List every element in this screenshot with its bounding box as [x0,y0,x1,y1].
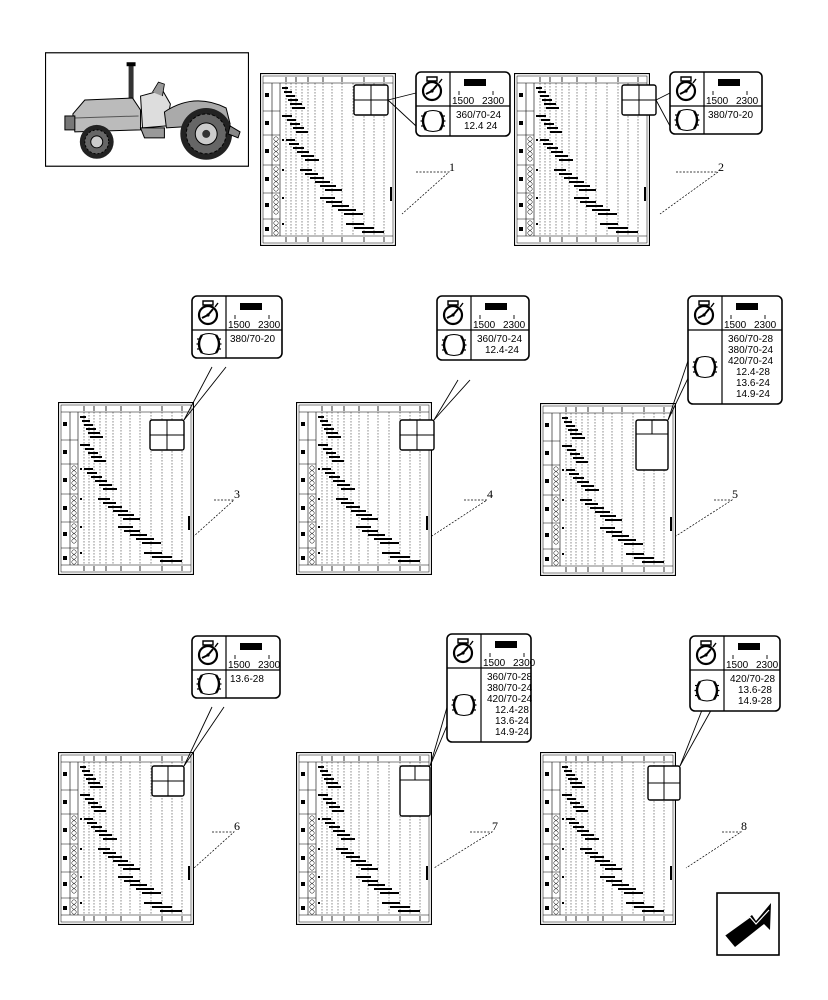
tyre-size: 13.6-28 [738,685,772,696]
speed-decal-5: 1500 2300 360/70-28380/70-24420/70-2412.4-… [540,295,783,576]
tyre-size: 420/70-24 [487,694,532,705]
callout-connector [183,706,213,767]
leader-line [401,171,450,215]
tyre-size: 380/70-24 [728,345,773,356]
rpm-label-low: 1500 [724,320,747,331]
rpm-band [738,643,760,650]
tyre-callout: 1500 2300 360/70-28380/70-24420/70-2412.4-… [446,633,536,743]
leader-line [193,831,235,869]
tyre-size: 12.4-24 [485,345,519,356]
rpm-label-high: 2300 [756,660,779,671]
tyre-size: 360/70-28 [728,334,773,345]
tyre-callout: 1500 2300 13.6-28 [191,635,281,699]
tyre-size: 13.6-28 [230,674,264,685]
tyre-size: 380/70-20 [708,110,753,121]
item-number: 6 [234,819,240,833]
callout-connector [183,366,213,421]
item-number: 2 [718,160,724,174]
rpm-label-high: 2300 [482,96,505,107]
rpm-band [240,303,262,310]
tyre-size: 360/70-28 [487,672,532,683]
tyre-size: 360/70-24 [477,334,522,345]
leader-line [193,499,235,537]
rpm-label-high: 2300 [754,320,777,331]
tyre-size: 380/70-24 [487,683,532,694]
item-number: 8 [741,819,747,833]
tyre-size: 14.9-24 [736,389,770,400]
item-number: 1 [449,160,455,174]
rpm-label-high: 2300 [258,320,281,331]
rpm-band [240,643,262,650]
tyre-size: 420/70-28 [730,674,775,685]
rpm-label-low: 1500 [483,658,506,669]
rpm-band [485,303,507,310]
rpm-label-low: 1500 [452,96,475,107]
tyre-size: 380/70-20 [230,334,275,345]
rpm-label-high: 2300 [736,96,759,107]
speed-decal-6: 1500 2300 13.6-28 6 [58,635,281,925]
rpm-label-low: 1500 [726,660,749,671]
rpm-label-low: 1500 [473,320,496,331]
item-number: 4 [487,487,493,501]
speed-decal-7: 1500 2300 360/70-28380/70-24420/70-2412.4-… [296,633,536,925]
tyre-size: 12.4-28 [495,705,529,716]
item-number: 3 [234,487,240,501]
tyre-size: 12.4 24 [464,121,498,132]
leader-line [659,171,720,215]
leader-line [431,499,489,537]
next-page-arrow-icon[interactable] [716,892,780,956]
rpm-label-high: 2300 [258,660,281,671]
callout-connector [433,379,471,421]
callout-connector [183,706,225,767]
callout-connector [433,379,459,421]
leader-line [685,831,743,869]
leader-line [433,831,494,869]
tyre-size: 14.9-24 [495,727,529,738]
speed-decal-2: 1500 2300 380/70-20 2 [514,71,763,246]
rpm-label-low: 1500 [228,660,251,671]
tyre-callout: 1500 2300 360/70-28380/70-24420/70-2412.4-… [687,295,783,405]
rpm-label-low: 1500 [706,96,729,107]
tyre-size: 360/70-24 [456,110,501,121]
callout-connector [387,92,417,101]
callout-connector [655,99,671,127]
rpm-band [464,79,486,86]
callout-connector [655,92,671,101]
tyre-callout: 1500 2300 380/70-20 [669,71,763,135]
rpm-band [718,79,740,86]
callout-connector [387,99,417,127]
rpm-band [495,641,517,648]
tyre-callout: 1500 2300 380/70-20 [191,295,283,359]
tyre-size: 420/70-24 [728,356,773,367]
rpm-label-high: 2300 [503,320,526,331]
item-number: 5 [732,487,738,501]
tyre-size: 13.6-24 [495,716,529,727]
rpm-label-low: 1500 [228,320,251,331]
callout-connector [183,366,227,421]
speed-decal-3: 1500 2300 380/70-20 3 [58,295,283,575]
callout-connector [679,704,715,767]
tyre-size: 14.9-28 [738,696,772,707]
tractor-thumbnail-icon [45,52,249,167]
item-number: 7 [492,819,498,833]
callout-connector [679,704,705,767]
rpm-label-high: 2300 [513,658,536,669]
tyre-size: 13.6-24 [736,378,770,389]
tyre-size: 12.4-28 [736,367,770,378]
leader-line [675,499,734,537]
rpm-band [736,303,758,310]
